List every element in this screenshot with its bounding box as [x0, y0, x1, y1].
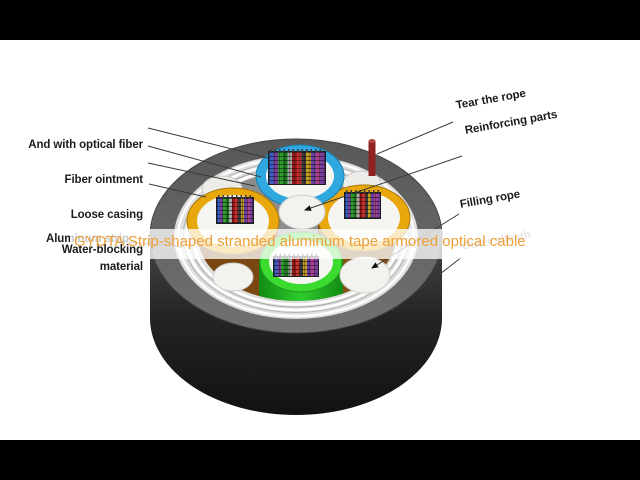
label-fiber-ointment: Fiber ointment — [64, 174, 144, 187]
label-optical-fiber: And with optical fiber — [28, 139, 143, 152]
tear-rope-rod — [368, 139, 376, 176]
translucent-title-band — [70, 229, 640, 259]
filling-ropes-front — [212, 194, 391, 294]
label-loose-casing: Loose casing — [70, 209, 143, 222]
label-water-blocking-material: Water-blocking material — [61, 243, 143, 274]
left-callout-labels: And with optical fiber Fiber ointment Lo… — [28, 120, 143, 294]
fiber-ribbon-stack-left — [216, 195, 254, 224]
fiber-ribbon-stack-top — [268, 149, 326, 185]
product-title: GYDTA Strip-shaped stranded aluminum tap… — [74, 233, 526, 250]
letterbox-bar-bottom — [0, 440, 640, 480]
letterbox-bar-top — [0, 0, 640, 40]
fiber-ribbon-stack-bottom — [273, 254, 319, 277]
fiber-ribbon-stack-right — [344, 190, 381, 219]
